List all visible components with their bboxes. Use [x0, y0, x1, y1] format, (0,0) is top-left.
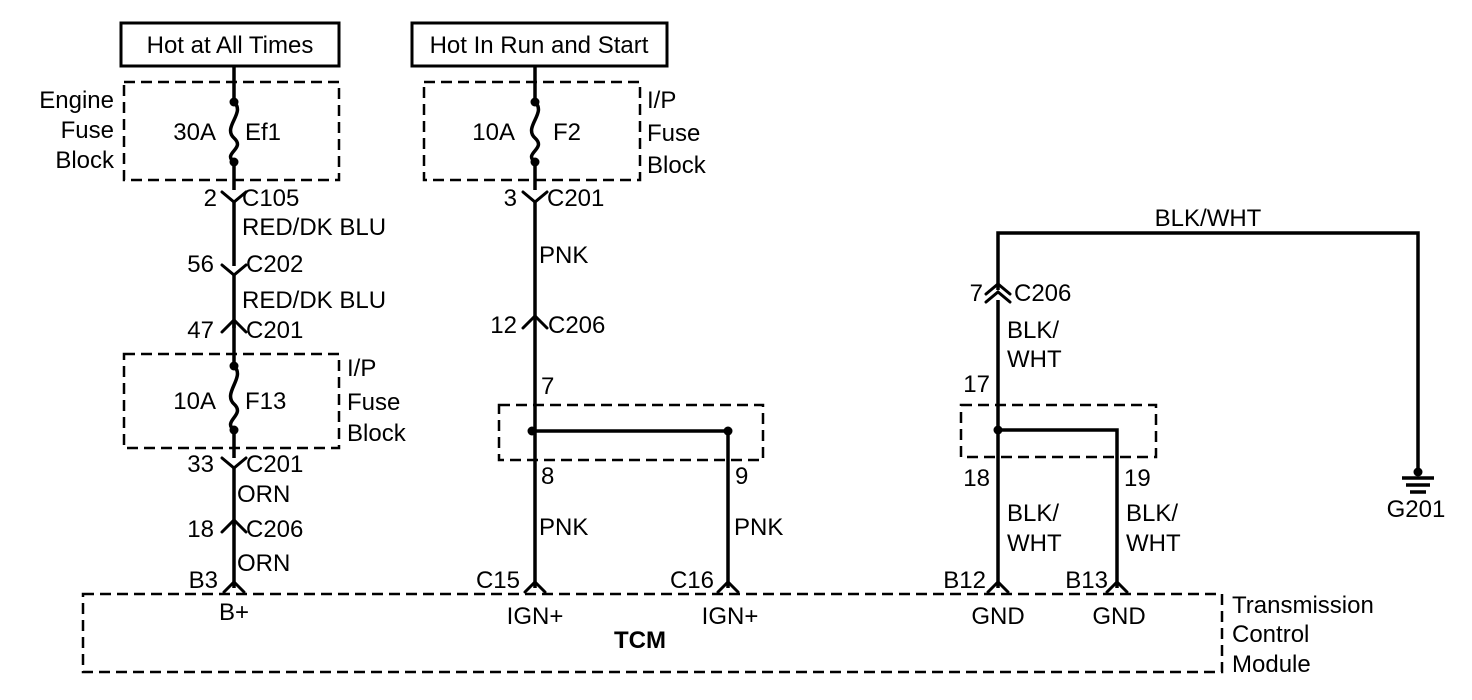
splice-ign-pin-in: 7	[541, 373, 554, 400]
c201a-label: C201	[246, 317, 303, 344]
c202-label: C202	[246, 251, 303, 278]
fuse-f13-icon	[228, 364, 240, 432]
c206a-pin: 18	[187, 516, 214, 543]
hot-in-run-start-label: Hot In Run and Start	[430, 32, 649, 59]
hot-at-all-times-label: Hot at All Times	[147, 32, 314, 59]
connector-c201-a-icon	[220, 317, 248, 334]
c206c-pin: 7	[970, 280, 983, 307]
tcm-pin-b13: B13	[1065, 567, 1108, 594]
wire-blk-wht-2-line1: BLK/	[1007, 500, 1059, 527]
c201b-pin: 33	[187, 451, 214, 478]
ip-fuse-block-f13-line3: Block	[347, 420, 407, 447]
connector-c206-a-icon	[220, 517, 248, 534]
wire-blk-wht-3-line1: BLK/	[1126, 500, 1178, 527]
splice-ign-pin-out-a: 8	[541, 463, 554, 490]
fuse-f13-name: F13	[245, 388, 286, 415]
c105-pin: 2	[204, 185, 217, 212]
ground-g201-label: G201	[1387, 496, 1446, 523]
splice-gnd-pin-in: 17	[963, 371, 990, 398]
c206a-label: C206	[246, 516, 303, 543]
hot-at-all-times-box: Hot at All Times	[119, 21, 341, 68]
connector-c206-c-icon	[984, 282, 1012, 304]
splice-gnd-pin-out-a: 18	[963, 465, 990, 492]
ip-fuse-block-f13: I/P Fuse Block 10A F13	[122, 352, 407, 450]
c105-label: C105	[242, 185, 299, 212]
tcm-label-ign-a: IGN+	[507, 603, 564, 630]
wire-blk-wht-1-line2: WHT	[1007, 346, 1062, 373]
wire-red-dk-blu-1: RED/DK BLU	[242, 214, 386, 241]
ip-fuse-block-f2: I/P Fuse Block 10A F2	[422, 80, 707, 182]
splice-pack-gnd	[959, 403, 1158, 459]
engine-fuse-block-line1: Engine	[39, 87, 114, 114]
connector-c201-c-icon	[521, 190, 549, 204]
tcm-pin-b12-icon	[986, 579, 1010, 594]
tcm-pin-c15: C15	[476, 567, 520, 594]
fuse-f2-icon	[529, 100, 541, 164]
tcm-name-line2: Control	[1232, 621, 1309, 648]
wire-blk-wht-3-line2: WHT	[1126, 530, 1181, 557]
c201a-pin: 47	[187, 317, 214, 344]
wire-pnk-2: PNK	[539, 514, 588, 541]
ip-fuse-block-f2-line3: Block	[647, 152, 707, 179]
engine-fuse-block: Engine Fuse Block 30A Ef1	[39, 80, 341, 182]
fuse-ef1-rating: 30A	[173, 119, 216, 146]
ip-fuse-block-f2-line2: Fuse	[647, 120, 700, 147]
tcm-pin-c16-icon	[716, 579, 740, 594]
connector-c201-b-icon	[220, 456, 248, 470]
tcm-label-gnd-b: GND	[1092, 603, 1145, 630]
tcm-pin-c16: C16	[670, 567, 714, 594]
splice-ign-pin-out-b: 9	[735, 463, 748, 490]
fuse-f13-rating: 10A	[173, 388, 216, 415]
wire-blk-wht-top: BLK/WHT	[1155, 205, 1262, 232]
engine-fuse-block-line2: Fuse	[61, 117, 114, 144]
tcm-abbr: TCM	[614, 627, 666, 654]
ground-icon	[1402, 467, 1434, 494]
wire-blk-wht-1-line1: BLK/	[1007, 317, 1059, 344]
tcm-label-bplus: B+	[219, 599, 249, 626]
hot-in-run-start-box: Hot In Run and Start	[410, 21, 669, 68]
connector-c202-icon	[220, 263, 248, 277]
tcm-pin-b3-icon	[222, 579, 246, 594]
wire-pnk-1: PNK	[539, 242, 588, 269]
ip-fuse-block-f2-line1: I/P	[647, 87, 676, 114]
tcm-pin-b3: B3	[189, 567, 218, 594]
c206b-label: C206	[548, 312, 605, 339]
c201c-pin: 3	[504, 185, 517, 212]
wire-orn-2: ORN	[237, 550, 290, 577]
c206c-label: C206	[1014, 280, 1071, 307]
ip-fuse-block-f13-line2: Fuse	[347, 389, 400, 416]
c202-pin: 56	[187, 251, 214, 278]
connector-c206-b-icon	[521, 313, 549, 330]
wire-orn-1: ORN	[237, 481, 290, 508]
fuse-ef1-icon	[228, 100, 240, 164]
splice-pack-ign	[497, 403, 765, 462]
c206b-pin: 12	[490, 312, 517, 339]
c201b-label: C201	[246, 451, 303, 478]
splice-gnd-pin-out-b: 19	[1124, 465, 1151, 492]
tcm-pin-c15-icon	[523, 579, 547, 594]
fuse-f2-name: F2	[553, 119, 581, 146]
fuse-ef1-name: Ef1	[245, 119, 281, 146]
tcm-pin-b12: B12	[943, 567, 986, 594]
tcm-module: TCM Transmission Control Module	[81, 592, 1374, 678]
tcm-label-gnd-a: GND	[971, 603, 1024, 630]
wire-red-dk-blu-2: RED/DK BLU	[242, 287, 386, 314]
wire-pnk-3: PNK	[734, 514, 783, 541]
ip-fuse-block-f13-line1: I/P	[347, 355, 376, 382]
wire-blk-wht-2-line2: WHT	[1007, 530, 1062, 557]
engine-fuse-block-line3: Block	[55, 147, 115, 174]
c201c-label: C201	[547, 185, 604, 212]
tcm-pin-b13-icon	[1105, 579, 1129, 594]
tcm-name-line3: Module	[1232, 651, 1311, 678]
fuse-f2-rating: 10A	[472, 119, 515, 146]
tcm-label-ign-b: IGN+	[702, 603, 759, 630]
tcm-name-line1: Transmission	[1232, 592, 1374, 619]
